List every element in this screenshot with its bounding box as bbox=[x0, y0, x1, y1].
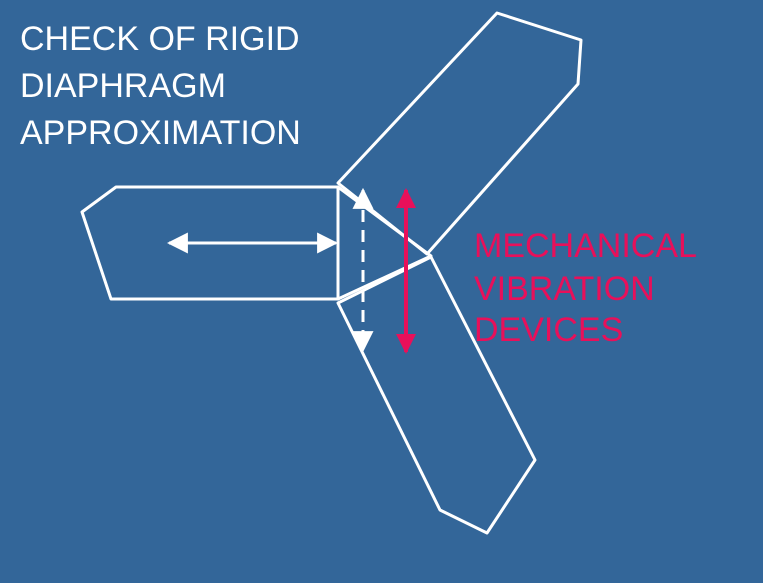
title-line-1: CHECK OF RIGID bbox=[20, 20, 300, 58]
title-line-3: APPROXIMATION bbox=[20, 114, 301, 152]
devices-label-line-3: DEVICES bbox=[474, 311, 624, 349]
title-line-2: DIAPHRAGM bbox=[20, 67, 226, 105]
devices-label-line-1: MECHANICAL bbox=[474, 227, 697, 265]
devices-label-line-2: VIBRATION bbox=[474, 270, 655, 308]
core-triangle-outline bbox=[336, 185, 433, 301]
upper-right-wing-outline bbox=[336, 11, 583, 256]
